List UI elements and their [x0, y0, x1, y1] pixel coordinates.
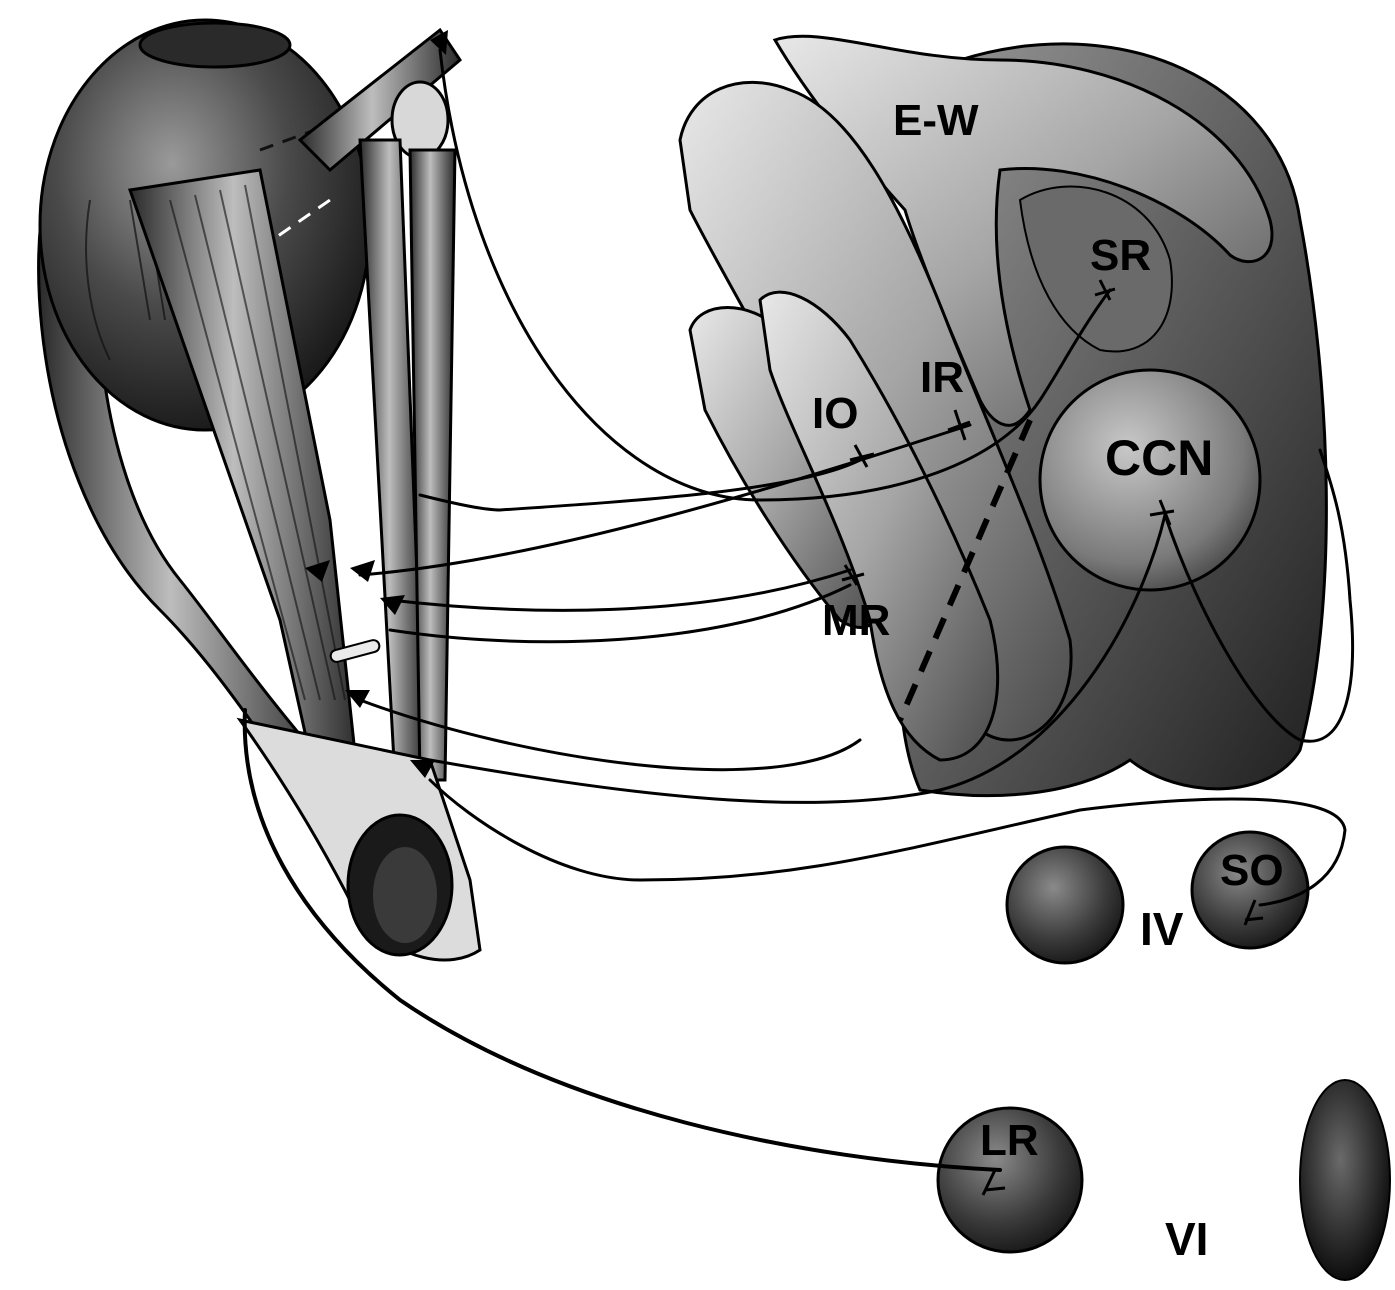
- label-ccn: CCN: [1105, 430, 1213, 486]
- eye-illustration: [39, 20, 480, 960]
- label-vi: VI: [1165, 1213, 1208, 1265]
- label-so: SO: [1220, 846, 1284, 895]
- cornea: [140, 23, 290, 67]
- label-io: IO: [812, 389, 858, 438]
- trochlear-nucleus-left: [1007, 847, 1123, 963]
- label-ir: IR: [920, 353, 964, 402]
- label-ew: E-W: [893, 96, 979, 145]
- label-iv: IV: [1140, 903, 1184, 955]
- nuclear-complex: [680, 36, 1326, 795]
- label-sr: SR: [1090, 231, 1151, 280]
- abducens-nucleus-right: [1300, 1080, 1390, 1280]
- label-mr: MR: [822, 596, 890, 645]
- label-lr: LR: [980, 1116, 1039, 1165]
